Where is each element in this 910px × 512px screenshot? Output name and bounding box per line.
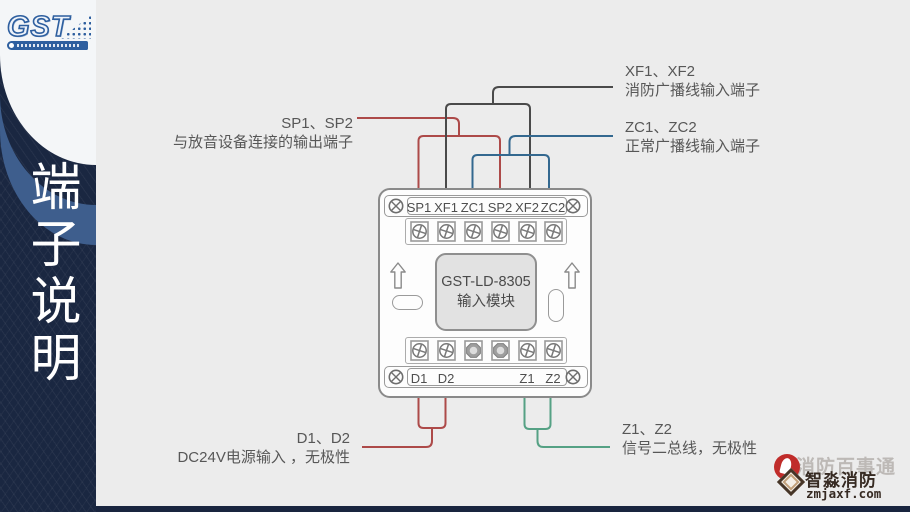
callout-z: Z1、Z2 信号二总线，无极性 [622,421,757,458]
up-arrow-icon [564,262,580,289]
terminal-screw-icon [544,221,563,242]
callout-d-title: D1、D2 [296,430,350,447]
terminal-screw-icon [544,340,563,361]
wire-d-lead [362,428,433,448]
terminal-screw-icon [464,221,483,242]
callout-zc: ZC1、ZC2 正常广播线输入端子 [625,119,760,156]
terminal-label-d1: D1 [410,371,428,386]
module-type: 输入模块 [457,294,515,310]
terminal-label-z2: Z2 [545,371,561,386]
callout-z-title: Z1、Z2 [622,421,673,438]
callout-xf-title: XF1、XF2 [625,63,696,80]
wire-zc-lead [508,135,613,155]
top-screw-row [405,218,567,245]
terminal-screw-icon [491,221,510,242]
bottom-accent-bar [0,506,910,512]
gst-logo-bar [7,41,88,50]
corner-screw-icon [565,198,581,214]
hex-nut-icon [464,340,483,361]
callout-d: D1、D2 DC24V电源输入 ，无极性 [150,430,350,467]
watermark-brand: 智淼消防 [805,471,877,490]
terminal-label-sp1: SP1 [406,200,432,215]
terminal-label-xf2: XF2 [515,200,539,215]
terminal-screw-icon [518,221,537,242]
watermark: 消防百事通 智淼消防 zmjaxf.com [772,450,910,508]
callout-sp: SP1、SP2 与放音设备连接的输出端子 [153,115,353,152]
corner-screw-icon [565,369,581,385]
wire-z-bracket [523,396,552,430]
hex-nut-icon [491,340,510,361]
callout-zc-desc: 正常广播线输入端子 [625,138,761,155]
wire-z-lead [536,429,610,448]
wire-xf-bracket [445,103,531,190]
wire-sp-lead [357,117,460,136]
terminal-screw-icon [410,340,429,361]
terminal-label-d2: D2 [437,371,455,386]
terminal-screw-icon [518,340,537,361]
terminal-screw-icon [437,340,456,361]
watermark-ghost-text: 消防百事通 [796,457,897,478]
callout-d-desc: DC24V电源输入 ，无极性 [177,449,350,466]
callout-xf-desc: 消防广播线输入端子 [625,82,761,99]
terminal-label-zc1: ZC1 [460,200,486,215]
terminal-label-zc2: ZC2 [540,200,566,215]
terminal-label-sp2: SP2 [487,200,513,215]
gst-logo: GST [6,11,70,43]
module-model: GST-LD-8305 [441,274,531,290]
watermark-site: zmjaxf.com [806,486,882,501]
bottom-screw-row [405,337,567,364]
wire-zc-bracket [471,154,550,190]
wire-xf-lead [492,86,613,104]
module-name-plate: GST-LD-8305 输入模块 [435,253,537,331]
corner-screw-icon [388,198,404,214]
corner-screw-icon [388,369,404,385]
callout-zc-title: ZC1、ZC2 [625,119,697,136]
terminal-label-xf1: XF1 [434,200,458,215]
callout-xf: XF1、XF2 消防广播线输入端子 [625,63,760,100]
up-arrow-icon [390,262,406,289]
terminal-screw-icon [437,221,456,242]
gst-bar-tagline [17,44,79,47]
sidebar: GST 端子说明 [0,0,96,512]
wire-d-bracket [417,396,447,429]
page-title: 端子说明 [23,160,80,388]
terminal-label-z1: Z1 [519,371,535,386]
callout-sp-desc: 与放音设备连接的输出端子 [172,134,353,151]
mounting-slot-vertical [548,289,564,322]
terminal-screw-icon [410,221,429,242]
callout-z-desc: 信号二总线，无极性 [622,440,758,457]
callout-sp-title: SP1、SP2 [281,115,353,132]
gst-bar-circle-icon [9,43,14,48]
wire-sp-bracket [417,135,501,190]
mounting-slot-horizontal [392,295,423,310]
